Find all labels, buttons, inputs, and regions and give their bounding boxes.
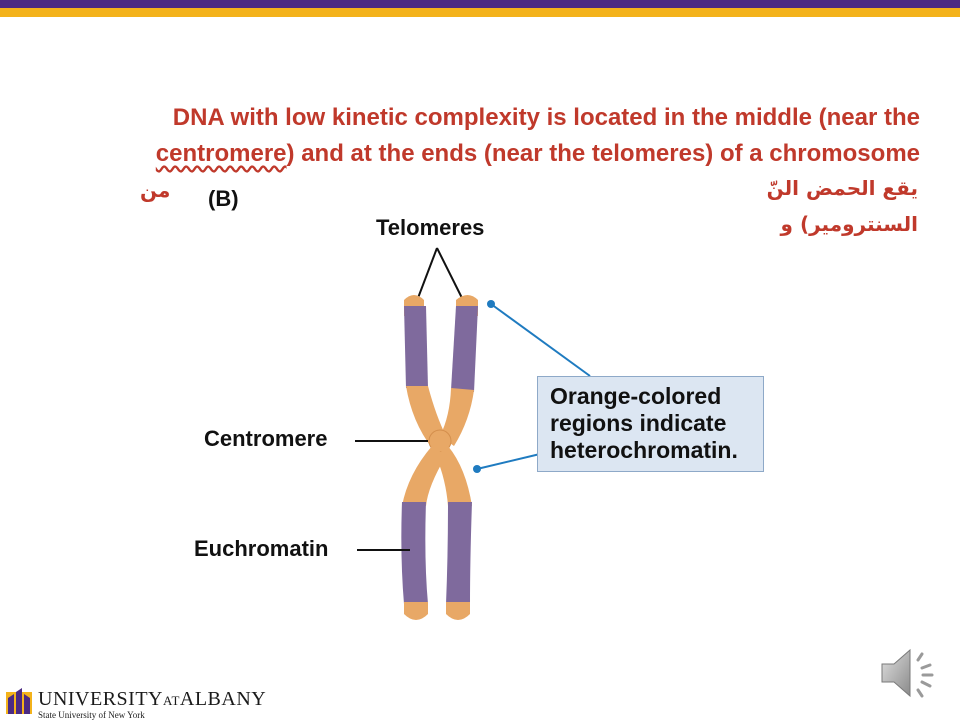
title-part2: ) and at the ends (near the telomeres) o…: [286, 140, 920, 167]
chromatid-left-upper: [404, 295, 446, 448]
chromatid-right-lower: [436, 446, 472, 620]
panel-label: (B): [208, 186, 239, 211]
wordmark-at: AT: [163, 693, 180, 708]
university-subtitle: State University of New York: [38, 710, 145, 720]
wordmark-university: UNIVERSITY: [38, 688, 163, 710]
university-logo-icon: [6, 688, 32, 714]
arabic-fragment: من: [140, 178, 171, 202]
speaker-icon[interactable]: [878, 640, 944, 706]
telomeres-label: Telomeres: [376, 215, 485, 240]
slide-title: DNA with low kinetic complexity is locat…: [80, 100, 920, 172]
header-bar-purple: [0, 0, 960, 8]
chromatid-left-lower: [401, 446, 446, 620]
arabic-line-1: يقع الحمض النّ: [766, 176, 918, 200]
university-wordmark: UNIVERSITYATALBANY: [38, 688, 266, 711]
arabic-line-2: السنترومير) و: [780, 212, 918, 236]
telomere-pointer-lines: [417, 247, 463, 299]
centromere-label: Centromere: [204, 426, 328, 451]
header-bar-gold: [0, 8, 960, 17]
title-part1: DNA with low kinetic complexity is locat…: [172, 104, 920, 131]
callout-connectors: [473, 300, 591, 473]
chromatid-right-upper: [440, 295, 478, 446]
heterochromatin-callout: Orange-colored regions indicate heteroch…: [537, 376, 764, 472]
euchromatin-label: Euchromatin: [194, 536, 329, 561]
title-centromere-word: centromere: [155, 140, 287, 167]
wordmark-albany: ALBANY: [179, 688, 267, 710]
